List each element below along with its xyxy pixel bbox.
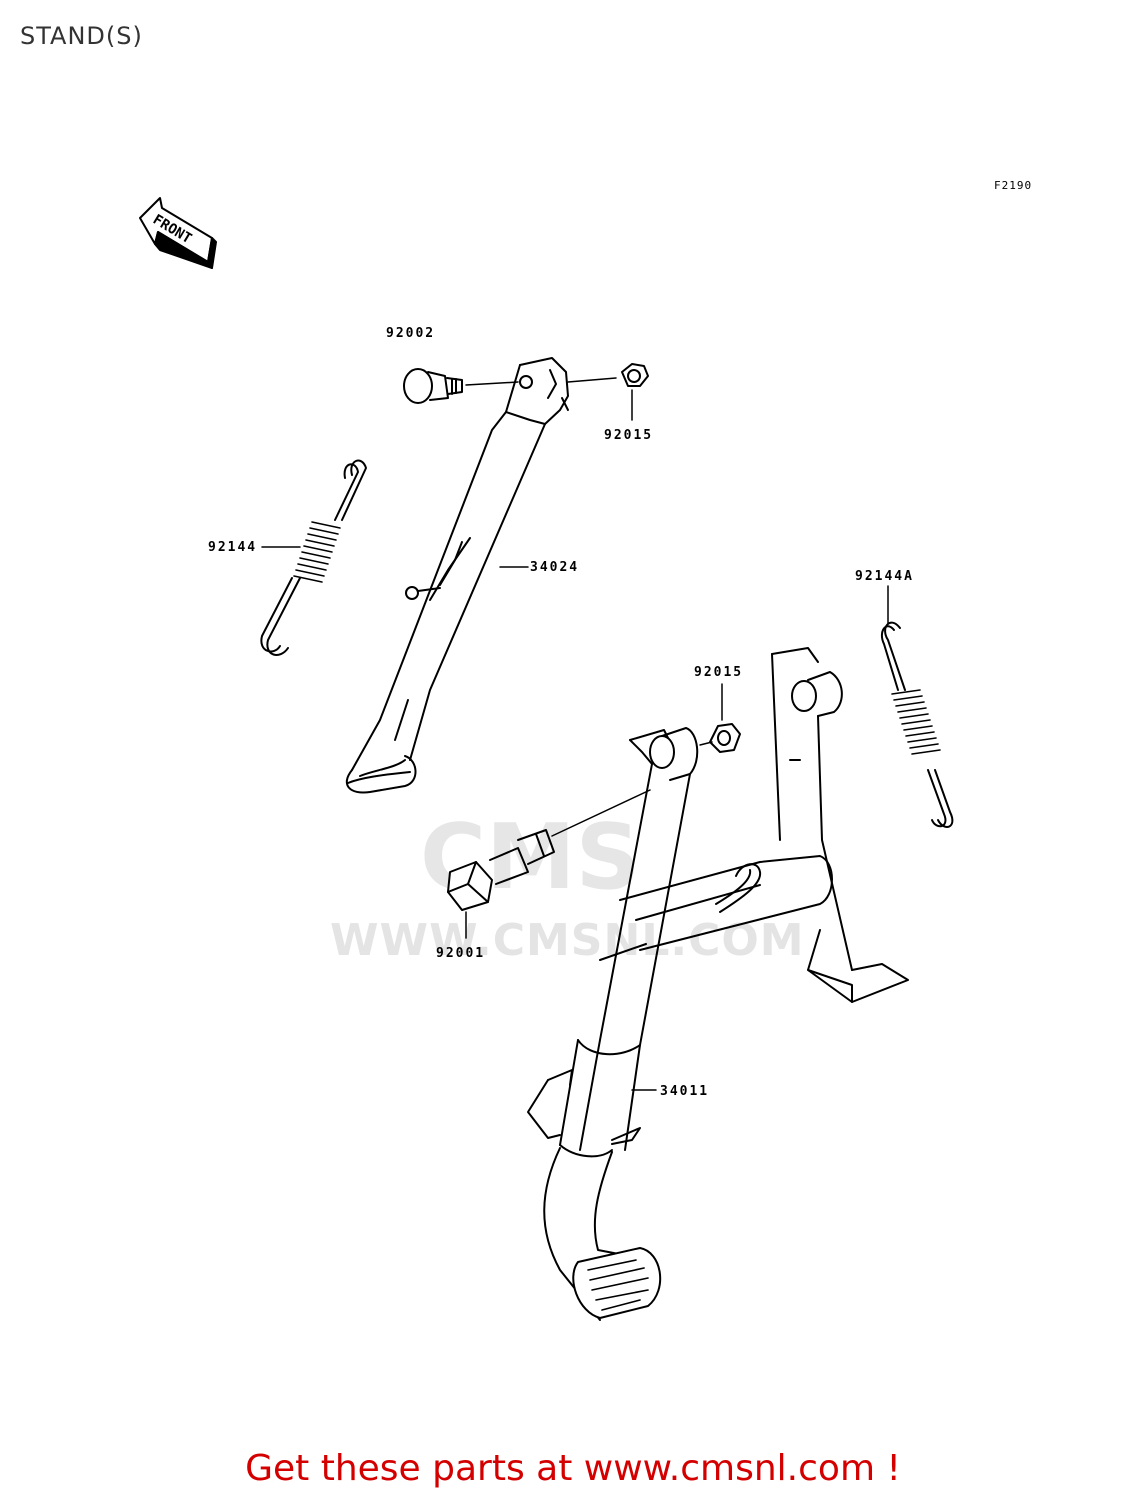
side-stand-34024 [345, 357, 569, 794]
center-stand-34011 [527, 647, 909, 1321]
parts-link[interactable]: Get these parts at www.cmsnl.com ! [245, 1448, 901, 1489]
part-label-92001: 92001 [436, 946, 486, 961]
pivot-bolt-92002 [403, 368, 463, 404]
part-label-92002: 92002 [386, 326, 436, 341]
pivot-bolt-92001 [447, 829, 555, 911]
part-label-92015-top: 92015 [604, 428, 654, 443]
front-arrow-icon [139, 197, 217, 269]
diagram-code: F2190 [994, 179, 1033, 192]
page-title: STAND(S) [20, 22, 143, 50]
part-label-92144A: 92144A [855, 569, 914, 584]
part-label-34024: 34024 [530, 560, 580, 575]
nut-92015-top [621, 363, 649, 387]
part-label-34011: 34011 [660, 1084, 710, 1099]
part-label-92015-center: 92015 [694, 665, 744, 680]
nut-92015-center [709, 723, 741, 753]
part-label-92144: 92144 [208, 540, 258, 555]
watermark-text: WWW.CMSNL.COM [330, 915, 805, 966]
spring-92144 [260, 459, 367, 656]
spring-92144A [880, 621, 954, 828]
